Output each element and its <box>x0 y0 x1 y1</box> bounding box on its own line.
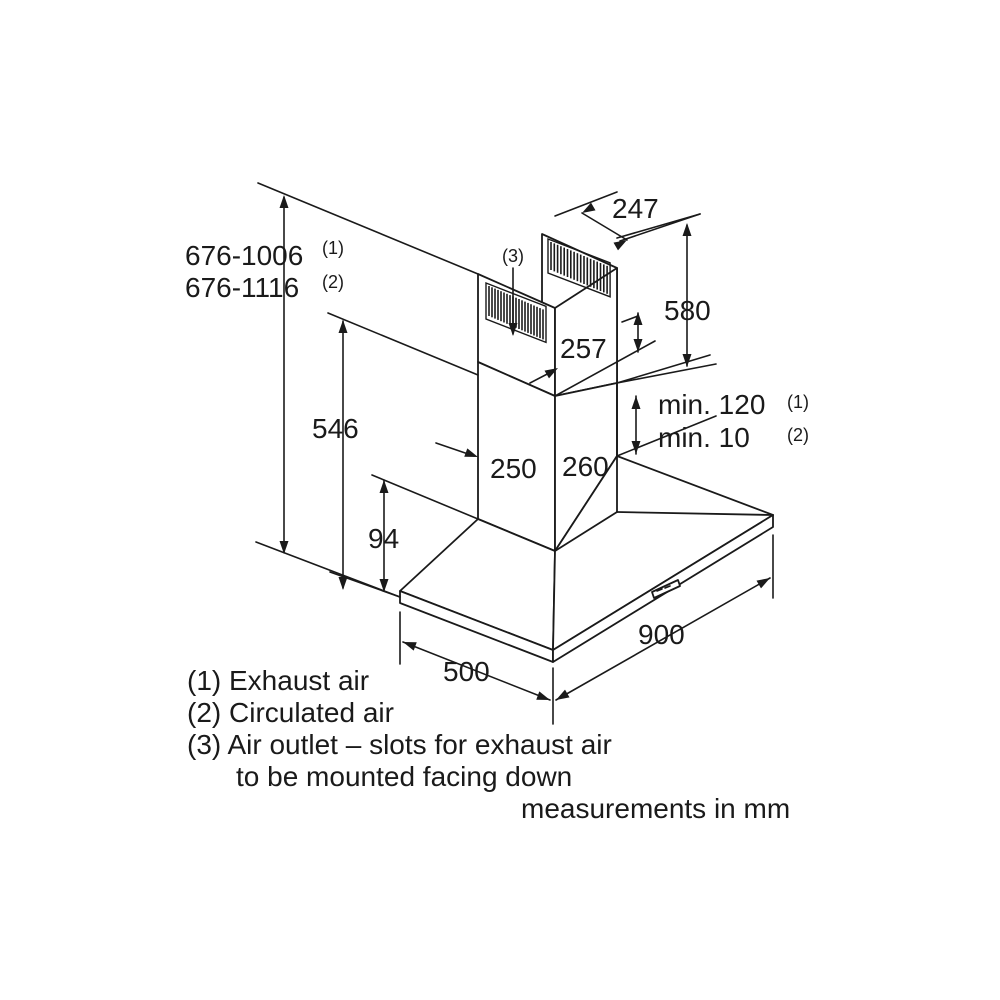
arrowhead <box>613 240 627 251</box>
dim-lower-chimney-height: 546 <box>312 413 359 444</box>
dim-min-clearance-1: min. 120 <box>658 389 765 420</box>
legend: (1) Exhaust air (2) Circulated air (3) A… <box>187 665 790 824</box>
arrowhead <box>379 480 389 493</box>
arrowhead <box>633 339 643 352</box>
arrowhead <box>682 354 692 367</box>
dim-hood-width: 900 <box>638 619 685 650</box>
dim-hood-height: 94 <box>368 523 399 554</box>
dim-total-height-1-note: (1) <box>322 238 344 258</box>
lower-chimney <box>477 361 618 552</box>
arrowhead <box>756 578 770 589</box>
dim-hood-depth: 500 <box>443 656 490 687</box>
arrowhead <box>508 323 518 336</box>
dim-min-clearance-2: min. 10 <box>658 422 750 453</box>
air-outlet-callout: (3) <box>502 246 524 266</box>
arrowhead <box>631 396 641 409</box>
arrowhead <box>338 577 348 590</box>
legend-air-outlet-cont: to be mounted facing down <box>236 761 572 792</box>
arrowhead <box>279 195 289 208</box>
control-panel <box>651 579 681 599</box>
arrowhead <box>582 202 596 213</box>
measurement-units: measurements in mm <box>521 793 790 824</box>
vent-frame <box>485 281 547 344</box>
arrowhead <box>279 541 289 554</box>
arrowhead <box>403 642 417 651</box>
dim-upper-chimney-depth: 247 <box>612 193 659 224</box>
dim-upper-chimney-width: 257 <box>560 333 607 364</box>
air-outlet-slots <box>485 237 611 344</box>
arrowhead <box>536 691 550 700</box>
dim-total-height-2-note: (2) <box>322 272 344 292</box>
dim-total-height-1: 676-1006 <box>185 240 303 271</box>
arrowhead <box>464 448 478 457</box>
dim-min-clearance-1-note: (1) <box>787 392 809 412</box>
arrowhead <box>631 441 641 454</box>
vent-frame <box>547 237 611 298</box>
dim-chimney-width-front: 260 <box>562 451 609 482</box>
arrowhead <box>556 689 570 700</box>
dimension-labels: 676-1006 (1) 676-1116 (2) 546 94 250 260… <box>185 193 809 687</box>
legend-exhaust-air: (1) Exhaust air <box>187 665 369 696</box>
dim-total-height-2: 676-1116 <box>185 272 299 303</box>
arrowhead <box>379 579 389 592</box>
dim-chimney-width-side: 250 <box>490 453 537 484</box>
dim-upper-chimney-height: 580 <box>664 295 711 326</box>
arrowhead <box>633 312 643 325</box>
arrowhead <box>544 368 558 379</box>
arrowhead <box>338 320 348 333</box>
legend-circulated-air: (2) Circulated air <box>187 697 394 728</box>
arrowhead <box>682 223 692 236</box>
dimension-arrows <box>279 195 770 700</box>
legend-air-outlet: (3) Air outlet – slots for exhaust air <box>187 729 612 760</box>
dim-min-clearance-2-note: (2) <box>787 425 809 445</box>
